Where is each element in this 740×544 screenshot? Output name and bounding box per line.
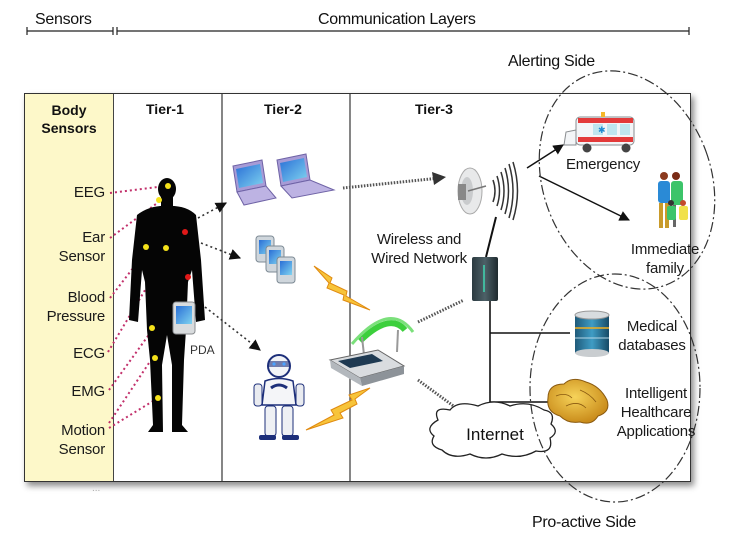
pda-label: PDA <box>190 343 215 357</box>
proactive-side-ellipse <box>529 273 701 503</box>
tier2-header: Tier-2 <box>264 101 302 117</box>
immediate-family-label: Immediate family <box>630 241 700 277</box>
laptop-icon <box>276 153 336 199</box>
router-icon <box>328 317 415 386</box>
internet-label: Internet <box>466 425 524 444</box>
family-icon <box>658 172 688 228</box>
sensor-label-blood-pressure: Blood Pressure <box>46 289 106 325</box>
database-icon <box>574 310 610 357</box>
wireless-links <box>342 176 465 415</box>
alerting-side-ellipse <box>538 70 716 290</box>
handheld-devices-icon <box>255 235 296 284</box>
healthcare-apps-label: Intelligent Healthcare Applications <box>616 385 696 440</box>
laptop-icon <box>232 159 277 206</box>
svg-text:✱: ✱ <box>598 126 606 136</box>
alerting-side-label: Alerting Side <box>508 53 595 70</box>
internet-cloud-icon <box>429 401 556 459</box>
footer-ellipsis: ... <box>92 483 101 494</box>
body-sensors-column <box>25 94 114 481</box>
alert-arrows <box>526 144 630 221</box>
pda-icon <box>172 301 196 335</box>
human-body-icon <box>129 178 205 432</box>
server-icon <box>472 216 498 301</box>
robot-icon <box>253 354 305 440</box>
network-label: Wireless and Wired Network <box>371 231 467 267</box>
sensor-label-ear: Ear Sensor <box>58 229 106 265</box>
sensors-header: Sensors <box>35 11 92 28</box>
lightning-bolt-icon <box>313 265 371 311</box>
side-groupings <box>529 70 716 503</box>
tier1-header: Tier-1 <box>146 101 184 117</box>
communication-layers-header: Communication Layers <box>318 11 476 28</box>
sensor-dots <box>143 183 191 401</box>
ambulance-icon: ✱ <box>563 112 635 153</box>
lightning-bolt-icon <box>305 387 371 431</box>
sensor-label-ecg: ECG <box>73 345 105 362</box>
tier1-to-tier2-links <box>197 202 261 351</box>
body-sensors-header: Body Sensors <box>41 102 97 136</box>
signal-waves-icon <box>492 161 519 221</box>
brain-icon <box>547 378 609 424</box>
sensor-label-eeg: EEG <box>73 184 105 201</box>
tier-dividers <box>221 94 351 481</box>
emergency-label: Emergency <box>566 156 641 173</box>
proactive-side-label: Pro-active Side <box>532 514 636 531</box>
medical-databases-label: Medical databases <box>618 318 686 354</box>
satellite-dish-icon <box>457 167 487 215</box>
tier3-header: Tier-3 <box>415 101 453 117</box>
sensor-label-motion: Motion Sensor <box>58 422 106 458</box>
sensor-label-emg: EMG <box>71 383 105 400</box>
link-arrowheads <box>432 172 467 417</box>
